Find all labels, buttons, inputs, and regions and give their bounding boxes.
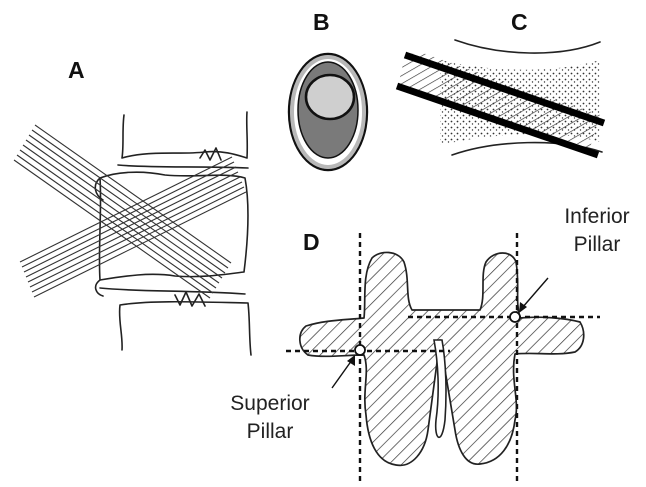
inferior-pillar-label-line2: Pillar [574,233,621,256]
panel-d-label: D [303,229,320,255]
panel-b: B [289,9,367,170]
panel-a-disc-lower [100,288,245,294]
panel-a-disc-upper [118,165,248,168]
superior-pillar-label-line1: Superior [230,392,309,415]
panel-a-upper-vertebra [122,112,247,158]
panel-d-superior-arrow [332,360,352,388]
panel-b-graft-lumen [306,75,354,119]
superior-pillar-label-line2: Pillar [247,420,294,443]
panel-d: D Inferior Pillar Superior Pillar [230,205,629,485]
panel-d-spinous-notch [434,340,446,437]
panel-b-label: B [313,9,330,35]
panel-c-upper-endplate [455,40,600,53]
panel-a-middle-vertebra [99,172,248,280]
panel-d-superior-pillar-marker [355,345,365,355]
panel-c-label: C [511,9,528,35]
panel-d-inferior-arrow [522,278,548,308]
panel-a: A [14,57,251,355]
panel-d-inferior-pillar-marker [510,312,520,322]
inferior-pillar-label-line1: Inferior [564,205,629,228]
panel-a-label: A [68,57,85,83]
panel-c: C [397,9,604,155]
panel-a-lower-vertebra [120,302,251,355]
